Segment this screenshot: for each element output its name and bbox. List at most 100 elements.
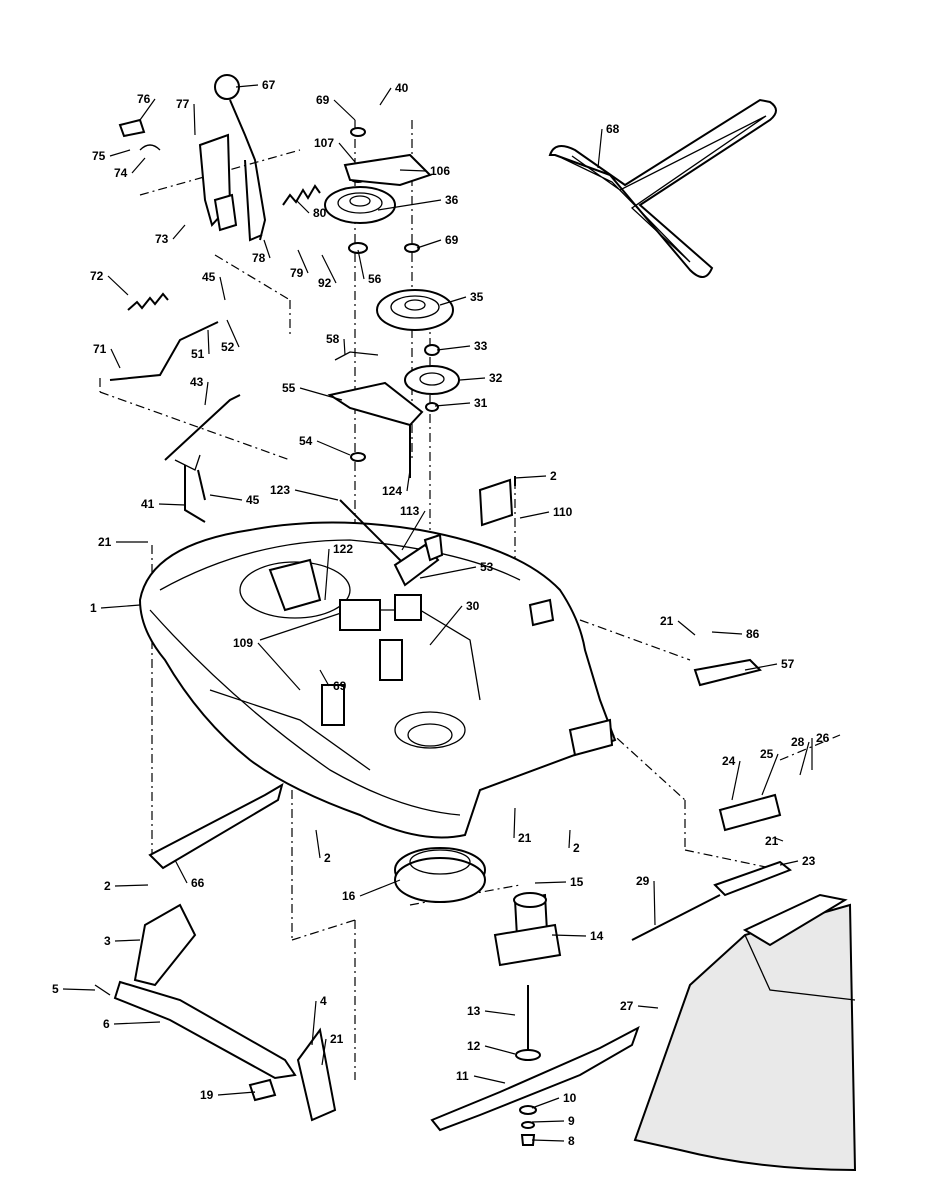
- callout-c32: 32: [459, 371, 503, 385]
- part-number-label: 77: [176, 97, 190, 111]
- part-number-label: 69: [333, 679, 347, 693]
- leader-line: [311, 1000, 317, 1046]
- leader-line: [299, 387, 343, 401]
- part-number-label: 122: [333, 542, 353, 556]
- callout-c54: 54: [299, 434, 351, 456]
- leader-line: [158, 503, 186, 506]
- leader-line: [114, 939, 141, 942]
- part-number-label: 11: [456, 1069, 469, 1083]
- callout-c124: 124: [382, 469, 411, 498]
- part-number-label: 51: [191, 347, 205, 361]
- part-number-label: 76: [137, 92, 151, 106]
- leader-line: [653, 880, 656, 926]
- callout-c68: 68: [597, 122, 620, 169]
- callout-c27: 27: [620, 999, 659, 1013]
- leader-line: [401, 510, 426, 551]
- part-number-label: 41: [141, 497, 155, 511]
- leader-line: [107, 275, 129, 296]
- part-number-label: 57: [781, 657, 795, 671]
- leader-line: [109, 149, 131, 157]
- lift-linkage: [109, 321, 241, 523]
- part-number-label: 31: [474, 396, 488, 410]
- part-number-label: 25: [760, 747, 774, 761]
- leader-line: [357, 249, 365, 280]
- leader-line: [209, 494, 243, 501]
- part-number-label: 35: [470, 290, 484, 304]
- leader-line: [513, 807, 516, 839]
- callout-c29: 29: [636, 874, 656, 926]
- callout-c86: 86: [711, 627, 760, 641]
- leader-line: [131, 157, 146, 174]
- callout-c21c: 21: [513, 807, 532, 845]
- callout-c69b: 69: [416, 233, 459, 249]
- callout-c3: 3: [104, 934, 141, 948]
- callout-c41: 41: [141, 497, 186, 511]
- callout-c30: 30: [429, 599, 480, 646]
- part-number-label: 79: [290, 266, 304, 280]
- callout-c21e: 21: [660, 614, 696, 636]
- chute-hinge: [631, 658, 792, 941]
- part-number-label: 56: [368, 272, 382, 286]
- leader-line: [551, 934, 587, 937]
- callout-c4: 4: [311, 994, 327, 1046]
- part-number-label: 16: [342, 889, 356, 903]
- part-number-label: 66: [191, 876, 205, 890]
- leader-line: [338, 142, 356, 163]
- part-number-label: 21: [330, 1032, 344, 1046]
- callout-c2c: 2: [568, 829, 580, 855]
- plate-110: [478, 476, 516, 527]
- part-number-label: 13: [467, 1004, 481, 1018]
- part-number-label: 1: [90, 601, 97, 615]
- leader-line: [419, 566, 477, 579]
- part-number-label: 2: [324, 851, 331, 865]
- part-number-label: 40: [395, 81, 409, 95]
- part-number-label: 54: [299, 434, 313, 448]
- part-number-label: 4: [320, 994, 327, 1008]
- part-number-label: 107: [314, 136, 334, 150]
- leader-line: [484, 1045, 516, 1055]
- callout-c58: 58: [326, 332, 346, 356]
- leader-line: [321, 1038, 327, 1066]
- callout-c21b: 21: [321, 1032, 344, 1066]
- part-number-label: 26: [816, 731, 830, 745]
- part-number-label: 86: [746, 627, 760, 641]
- leader-line: [294, 489, 339, 501]
- part-number-label: 72: [90, 269, 104, 283]
- part-number-label: 12: [467, 1039, 481, 1053]
- leader-line: [321, 254, 337, 284]
- part-number-label: 21: [765, 834, 779, 848]
- mower-deck: [138, 521, 617, 839]
- leader-line: [744, 663, 778, 671]
- discharge-chute: [633, 893, 857, 1172]
- callout-c92: 92: [318, 254, 337, 290]
- part-number-label: 15: [570, 875, 584, 889]
- part-number-label: 113: [400, 504, 420, 518]
- part-number-label: 24: [722, 754, 736, 768]
- leader-line: [531, 1139, 565, 1142]
- leader-line: [799, 741, 810, 776]
- leader-line: [324, 548, 330, 601]
- part-number-label: 69: [316, 93, 330, 107]
- part-number-label: 36: [445, 193, 459, 207]
- leader-line: [226, 319, 240, 348]
- leader-line: [263, 239, 271, 259]
- leader-line: [110, 348, 121, 369]
- leader-line: [315, 829, 321, 859]
- callout-c31: 31: [434, 396, 488, 410]
- part-number-label: 75: [92, 149, 106, 163]
- part-number-label: 124: [382, 484, 402, 498]
- callout-c35: 35: [439, 290, 484, 306]
- leader-line: [193, 103, 196, 136]
- callout-c10: 10: [531, 1091, 577, 1109]
- callout-c79: 79: [290, 249, 309, 280]
- callout-c52: 52: [221, 319, 240, 354]
- leader-line: [637, 1005, 659, 1009]
- stabilizer-bar: [148, 782, 284, 870]
- leader-line: [114, 884, 149, 887]
- callout-c33: 33: [436, 339, 488, 353]
- leader-line: [531, 1120, 565, 1123]
- leader-line: [531, 1097, 560, 1109]
- leader-line: [597, 128, 603, 169]
